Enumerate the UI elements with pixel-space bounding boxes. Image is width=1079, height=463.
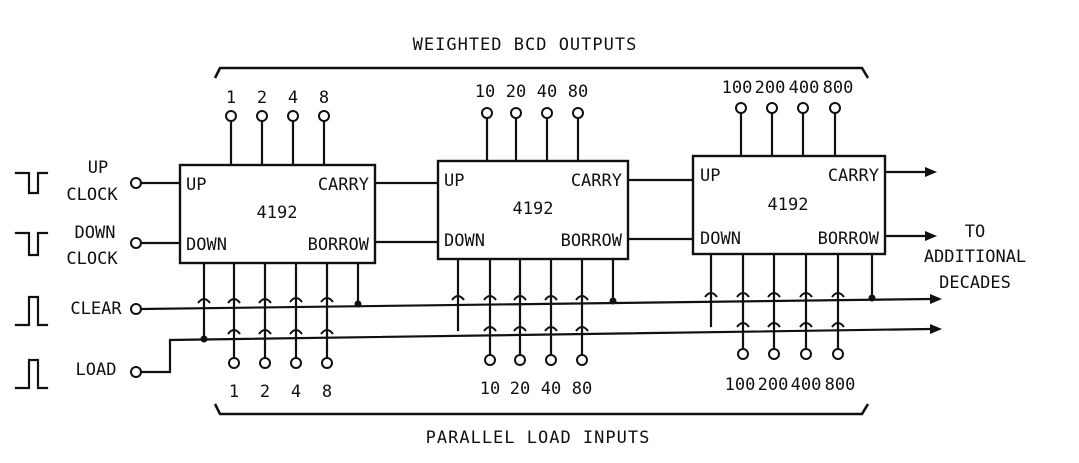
chip-2: 10 20 40 80 10 20 40 80 UP CARRY 4192 DO… — [436, 82, 630, 399]
down-clock-waveform-icon — [14, 231, 49, 257]
load-input-pin — [484, 354, 496, 366]
load-input-label: 800 — [825, 375, 856, 395]
output-pin — [735, 102, 747, 114]
output-label: 100 — [722, 78, 753, 98]
output-pin — [225, 110, 237, 122]
load-input-pin — [800, 348, 812, 360]
load-input-label: 4 — [291, 382, 301, 402]
chip-up-pin-label: UP — [186, 175, 206, 195]
output-pin — [797, 102, 809, 114]
load-input-label: 40 — [541, 379, 561, 399]
chip-down-pin-label: DOWN — [700, 229, 741, 249]
output-label: 200 — [755, 78, 786, 98]
chip-borrow-pin-label: BORROW — [561, 231, 623, 251]
chip-3: 100 200 400 800 100 200 400 800 UP CARRY… — [691, 78, 887, 395]
load-input-label: 10 — [480, 379, 500, 399]
clear-bus — [139, 297, 932, 311]
output-label: 10 — [475, 82, 495, 102]
output-pin — [318, 110, 330, 122]
to-additional-line2: ADDITIONAL — [924, 247, 1026, 267]
load-input-pin — [832, 348, 844, 360]
output-pin — [766, 102, 778, 114]
chip-carry-pin-label: CARRY — [828, 166, 879, 186]
bus-crossovers — [197, 292, 845, 335]
load-input-pin — [768, 348, 780, 360]
output-label: 2 — [257, 88, 267, 108]
output-pin — [256, 110, 268, 122]
down-clock-terminal — [130, 237, 142, 249]
output-pin — [829, 102, 841, 114]
load-input-label: 100 — [725, 375, 756, 395]
chip-carry-pin-label: CARRY — [318, 175, 369, 195]
load-input-pin — [737, 348, 749, 360]
carry-out-arrow-icon — [925, 167, 937, 177]
output-label: 40 — [537, 82, 557, 102]
chip-carry-pin-label: CARRY — [571, 171, 622, 191]
chip-1-body — [178, 163, 377, 265]
chip-3-body — [691, 154, 887, 256]
output-pin — [481, 107, 493, 119]
load-terminal — [130, 366, 142, 378]
chip-2-body — [436, 159, 630, 261]
clear-label: CLEAR — [70, 299, 122, 319]
header-title: WEIGHTED BCD OUTPUTS — [413, 35, 638, 55]
chip-borrow-pin-label: BORROW — [308, 235, 370, 255]
load-input-label: 20 — [510, 379, 530, 399]
load-input-label: 1 — [229, 382, 239, 402]
load-input-pin — [228, 357, 240, 369]
down-clock-label-line1: DOWN — [75, 223, 116, 243]
output-label: 80 — [568, 82, 588, 102]
load-input-pin — [545, 354, 557, 366]
load-bus-arrow-icon — [930, 324, 942, 334]
load-label: LOAD — [76, 360, 117, 380]
clear-bus-arrow-icon — [930, 294, 942, 304]
up-clock-terminal — [130, 177, 142, 189]
load-input-pin — [290, 357, 302, 369]
load-input-label: 400 — [791, 375, 822, 395]
up-clock-waveform-icon — [14, 171, 49, 195]
chip-1: 1 2 4 8 1 2 4 8 UP CARRY 4192 DOWN BORRO… — [178, 88, 377, 402]
output-pin — [541, 107, 553, 119]
load-waveform-icon — [14, 358, 49, 390]
down-clock-label-line2: CLOCK — [66, 249, 118, 269]
footer-title: PARALLEL LOAD INPUTS — [426, 428, 651, 448]
load-input-pin — [259, 357, 271, 369]
up-clock-label-line2: CLOCK — [66, 185, 118, 205]
chip-borrow-pin-label: BORROW — [818, 229, 880, 249]
chip-part-number: 4192 — [768, 195, 809, 215]
load-input-pin — [321, 357, 333, 369]
load-input-label: 2 — [260, 382, 270, 402]
chip-up-pin-label: UP — [700, 166, 720, 186]
load-input-pin — [576, 354, 588, 366]
load-input-label: 80 — [572, 379, 592, 399]
load-input-label: 200 — [758, 375, 789, 395]
chip-up-pin-label: UP — [444, 171, 464, 191]
borrow-out-arrow-icon — [925, 231, 937, 241]
load-bus — [139, 327, 932, 374]
output-pin — [510, 107, 522, 119]
chip-part-number: 4192 — [257, 203, 298, 223]
output-label: 1 — [226, 88, 236, 108]
output-label: 8 — [319, 88, 329, 108]
inputs-bracket — [213, 403, 870, 416]
output-pin — [287, 110, 299, 122]
output-label: 20 — [506, 82, 526, 102]
load-input-label: 8 — [322, 382, 332, 402]
output-label: 400 — [789, 78, 820, 98]
chip-down-pin-label: DOWN — [444, 231, 485, 251]
clear-terminal — [130, 303, 142, 315]
output-label: 800 — [823, 78, 854, 98]
output-label: 4 — [288, 88, 298, 108]
output-pin — [572, 107, 584, 119]
to-additional-line3: DECADES — [939, 273, 1011, 293]
load-input-pin — [514, 354, 526, 366]
to-additional-line1: TO — [965, 222, 985, 242]
up-clock-label-line1: UP — [88, 158, 108, 178]
chip-part-number: 4192 — [513, 199, 554, 219]
outputs-bracket — [213, 66, 870, 79]
clear-waveform-icon — [14, 295, 49, 327]
chip-down-pin-label: DOWN — [186, 235, 227, 255]
